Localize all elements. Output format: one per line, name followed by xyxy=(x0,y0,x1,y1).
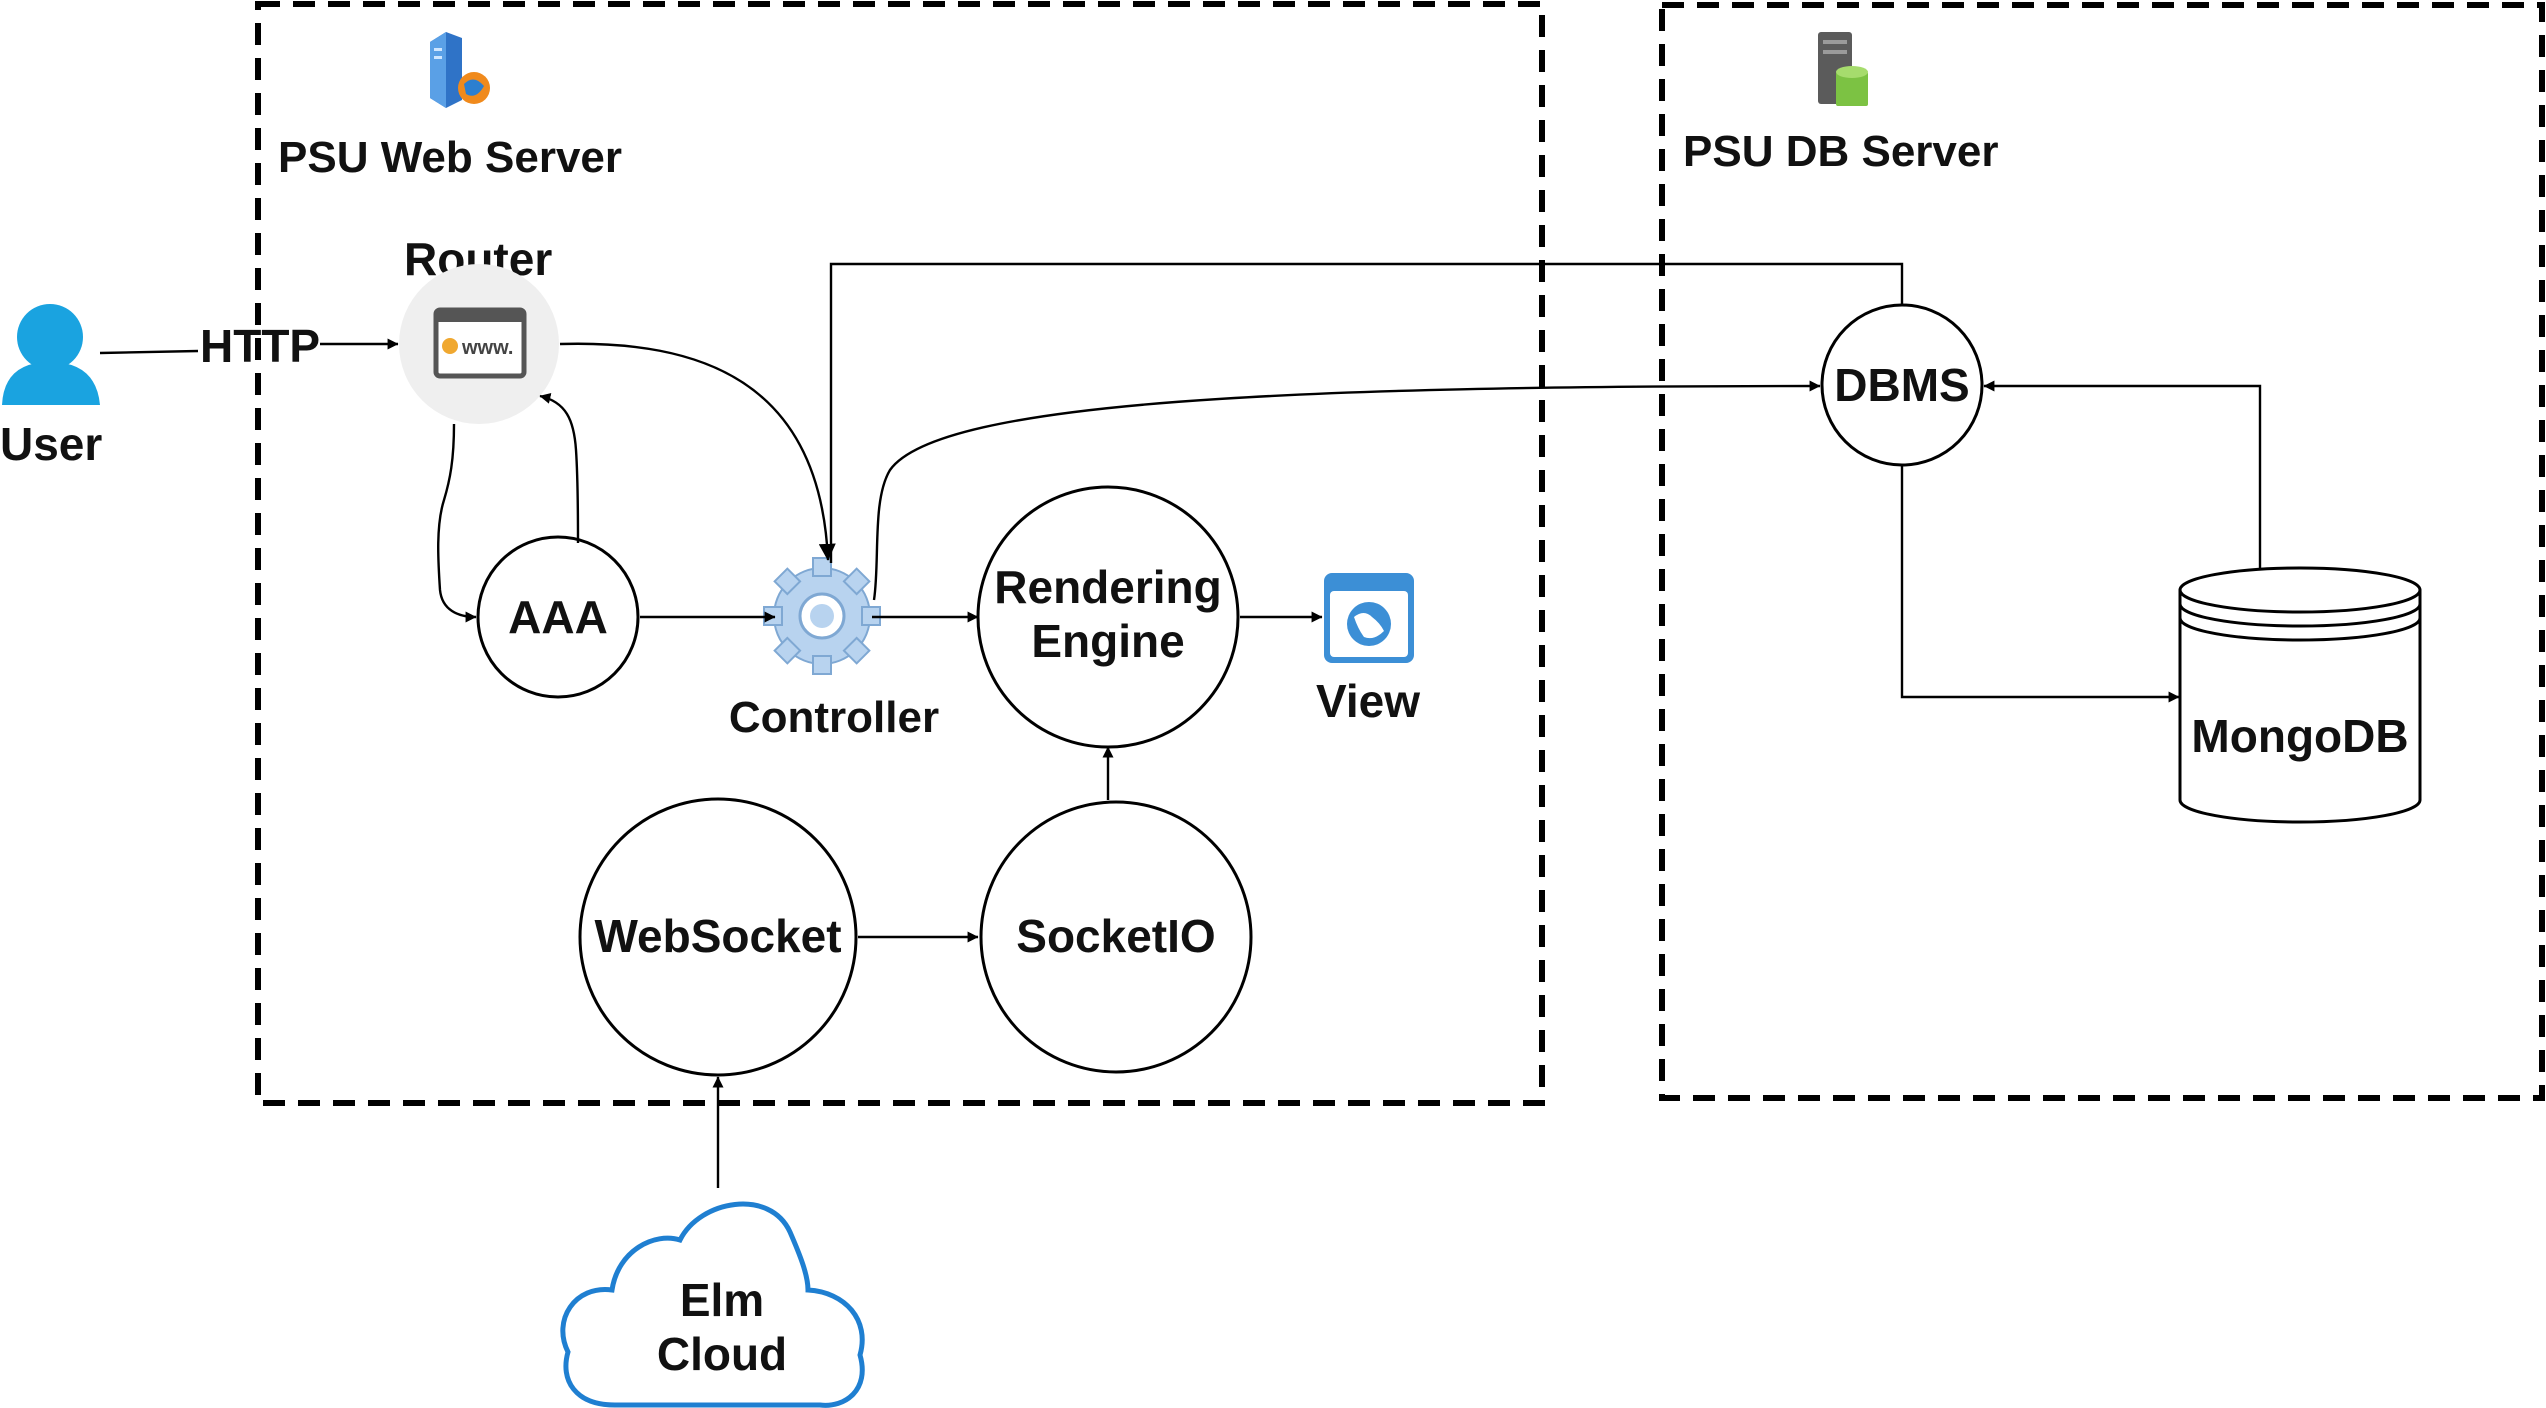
mongodb-label: MongoDB xyxy=(2191,710,2408,762)
web-server-title: PSU Web Server xyxy=(278,133,622,182)
web-server-icon xyxy=(430,32,490,108)
websocket-node xyxy=(578,797,858,1077)
cloud-label-2: Cloud xyxy=(657,1328,787,1380)
rendering-engine-label-2: Engine xyxy=(1031,615,1184,667)
db-green-icon xyxy=(1836,72,1868,106)
router-icon-text: www. xyxy=(461,337,513,359)
dbms-label: DBMS xyxy=(1834,359,1969,411)
user-label: User xyxy=(0,418,102,470)
user-icon xyxy=(2,304,100,405)
browser-www-icon: www. xyxy=(433,307,527,379)
aaa-node xyxy=(476,535,640,699)
cylinder-database-icon xyxy=(2178,566,2422,824)
db-server-icon xyxy=(1818,32,1868,106)
view-label: View xyxy=(1316,675,1420,727)
cloud-label-1: Elm xyxy=(680,1274,764,1326)
http-label: HTTP xyxy=(200,320,320,372)
db-server-title: PSU DB Server xyxy=(1683,127,1998,176)
router-badge-icon xyxy=(442,338,458,354)
controller-label: Controller xyxy=(729,693,939,742)
web-server-boundary xyxy=(255,1,1545,1106)
socketio-label: SocketIO xyxy=(1016,910,1215,962)
rendering-engine-label-1: Rendering xyxy=(994,561,1221,613)
websocket-label: WebSocket xyxy=(594,910,841,962)
gear-icon xyxy=(763,557,881,675)
socketio-node xyxy=(979,800,1253,1074)
cloud-icon xyxy=(560,1201,865,1408)
globe-window-icon xyxy=(1324,573,1414,663)
aaa-label: AAA xyxy=(508,591,608,643)
db-server-boundary xyxy=(1659,2,2545,1101)
